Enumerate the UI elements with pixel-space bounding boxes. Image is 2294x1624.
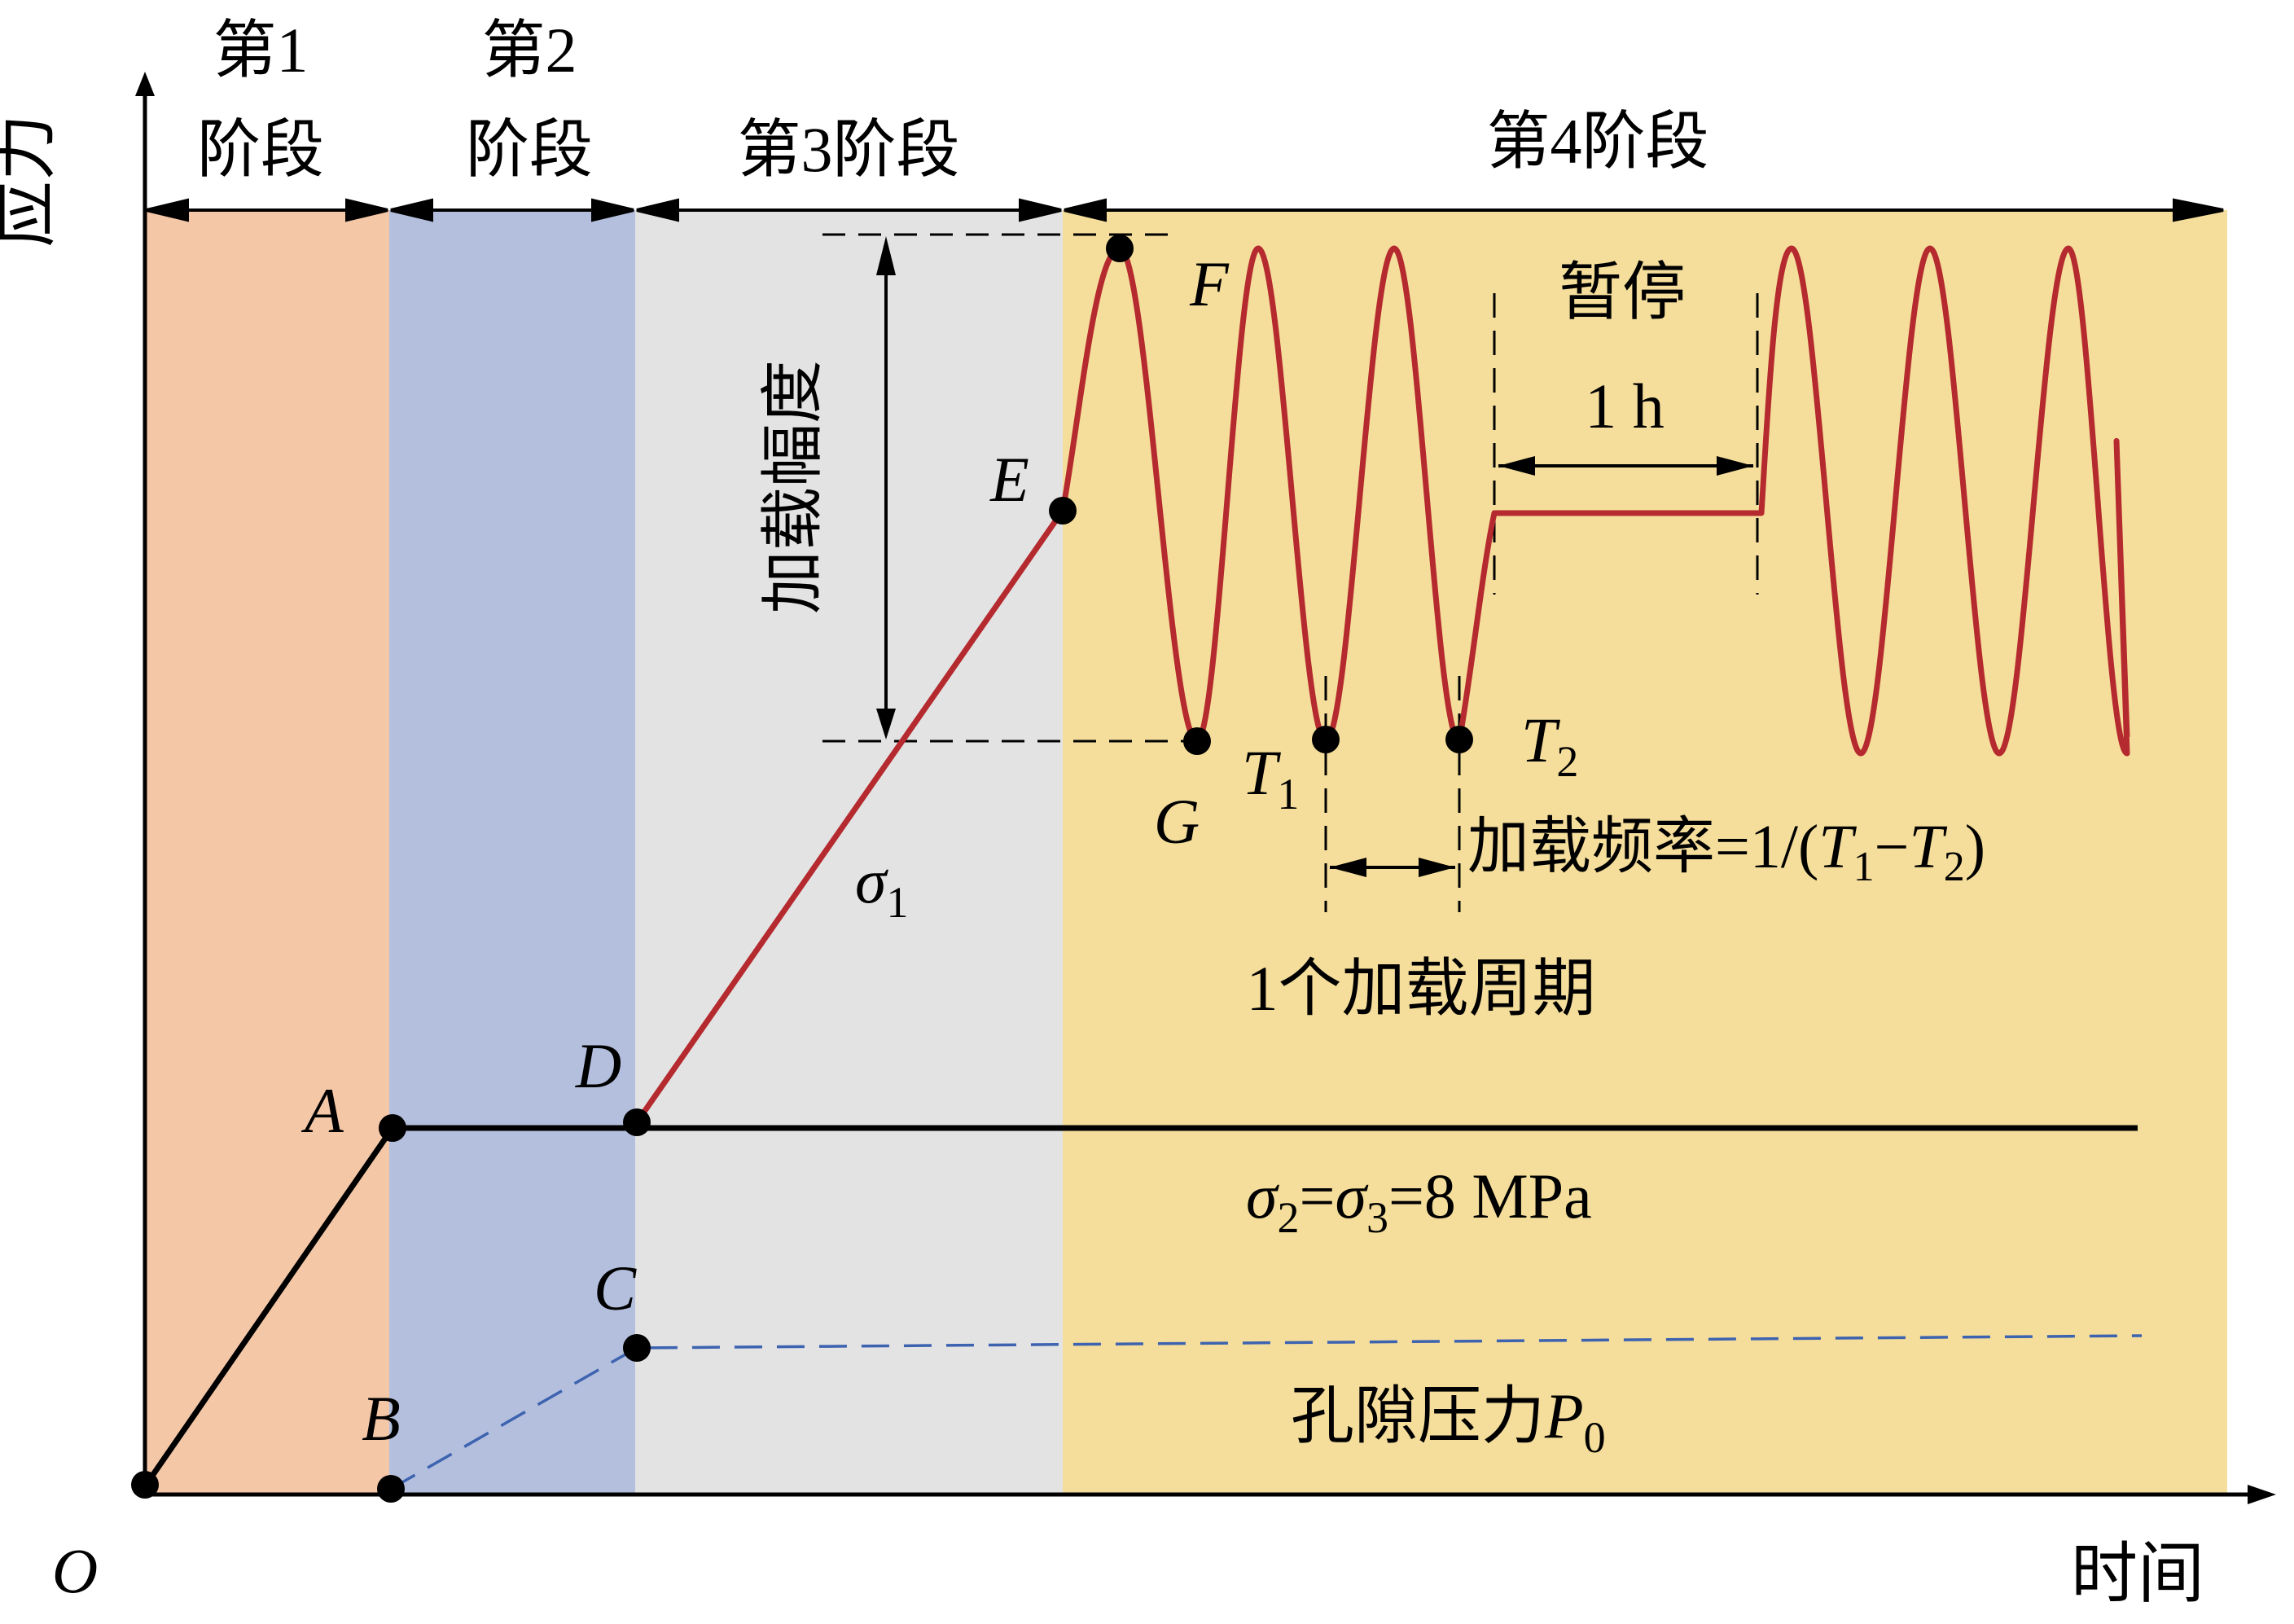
stage-arrows xyxy=(146,198,2224,222)
point-B xyxy=(377,1475,405,1503)
period-guides xyxy=(1324,676,1461,912)
pause-label: 暂停 xyxy=(1559,257,1686,327)
label-T2: T2 xyxy=(1521,704,1578,786)
point-E xyxy=(1049,497,1077,525)
y-axis-arrowhead xyxy=(135,72,155,96)
loading-cycle-label: 1个加载周期 xyxy=(1246,953,1595,1024)
y-axis-label: 应力 xyxy=(0,114,62,248)
origin-label: O xyxy=(52,1535,98,1606)
point-O xyxy=(131,1471,159,1499)
amplitude-arrow xyxy=(876,236,896,740)
stage-1-label-1: 第1 xyxy=(213,15,308,86)
label-T1: T1 xyxy=(1242,737,1299,819)
point-A xyxy=(379,1114,406,1142)
label-B: B xyxy=(362,1383,401,1454)
pore-pressure-line xyxy=(390,1334,2143,1490)
label-D: D xyxy=(575,1030,621,1101)
point-T2 xyxy=(1445,726,1473,753)
key-points xyxy=(131,235,1473,1503)
stage-4-label: 第4阶段 xyxy=(1486,106,1708,177)
amplitude-guides xyxy=(822,233,1197,743)
label-F: F xyxy=(1189,248,1230,319)
period-arrow xyxy=(1330,858,1455,877)
label-A: A xyxy=(300,1075,344,1146)
stage-1-label-2: 阶段 xyxy=(197,114,324,185)
stage-4-band xyxy=(1063,210,2227,1495)
stage-2-label-1: 第2 xyxy=(481,15,577,86)
amplitude-label: 加载幅度 xyxy=(757,360,828,614)
x-axis-arrowhead xyxy=(2248,1485,2276,1504)
confining-pressure-label: σ2=σ3=8 MPa xyxy=(1246,1161,1592,1242)
label-E: E xyxy=(989,444,1029,515)
point-D xyxy=(623,1108,651,1136)
point-G xyxy=(1183,727,1211,755)
stage-3-label: 第3阶段 xyxy=(737,114,959,185)
stage-2-label-2: 阶段 xyxy=(466,114,593,185)
label-C: C xyxy=(594,1253,637,1323)
point-T1 xyxy=(1312,726,1340,753)
stage-1-band xyxy=(145,210,389,1495)
axial-stress-curve xyxy=(634,245,2130,1125)
pause-duration-arrow xyxy=(1498,456,1753,476)
point-F xyxy=(1106,235,1134,262)
stage-3-band xyxy=(635,210,1063,1495)
loading-frequency-label: 加载频率=1/(T1−T2) xyxy=(1467,813,1985,890)
x-axis-label: 时间 xyxy=(2071,1537,2204,1611)
sigma1-label: σ1 xyxy=(855,845,908,927)
stage-2-band xyxy=(389,210,635,1495)
pause-duration-label: 1 h xyxy=(1585,371,1665,441)
point-C xyxy=(623,1334,651,1362)
pause-guides xyxy=(1493,293,1759,595)
pore-pressure-label: 孔隙压力P0 xyxy=(1291,1380,1606,1462)
label-G: G xyxy=(1154,786,1200,857)
